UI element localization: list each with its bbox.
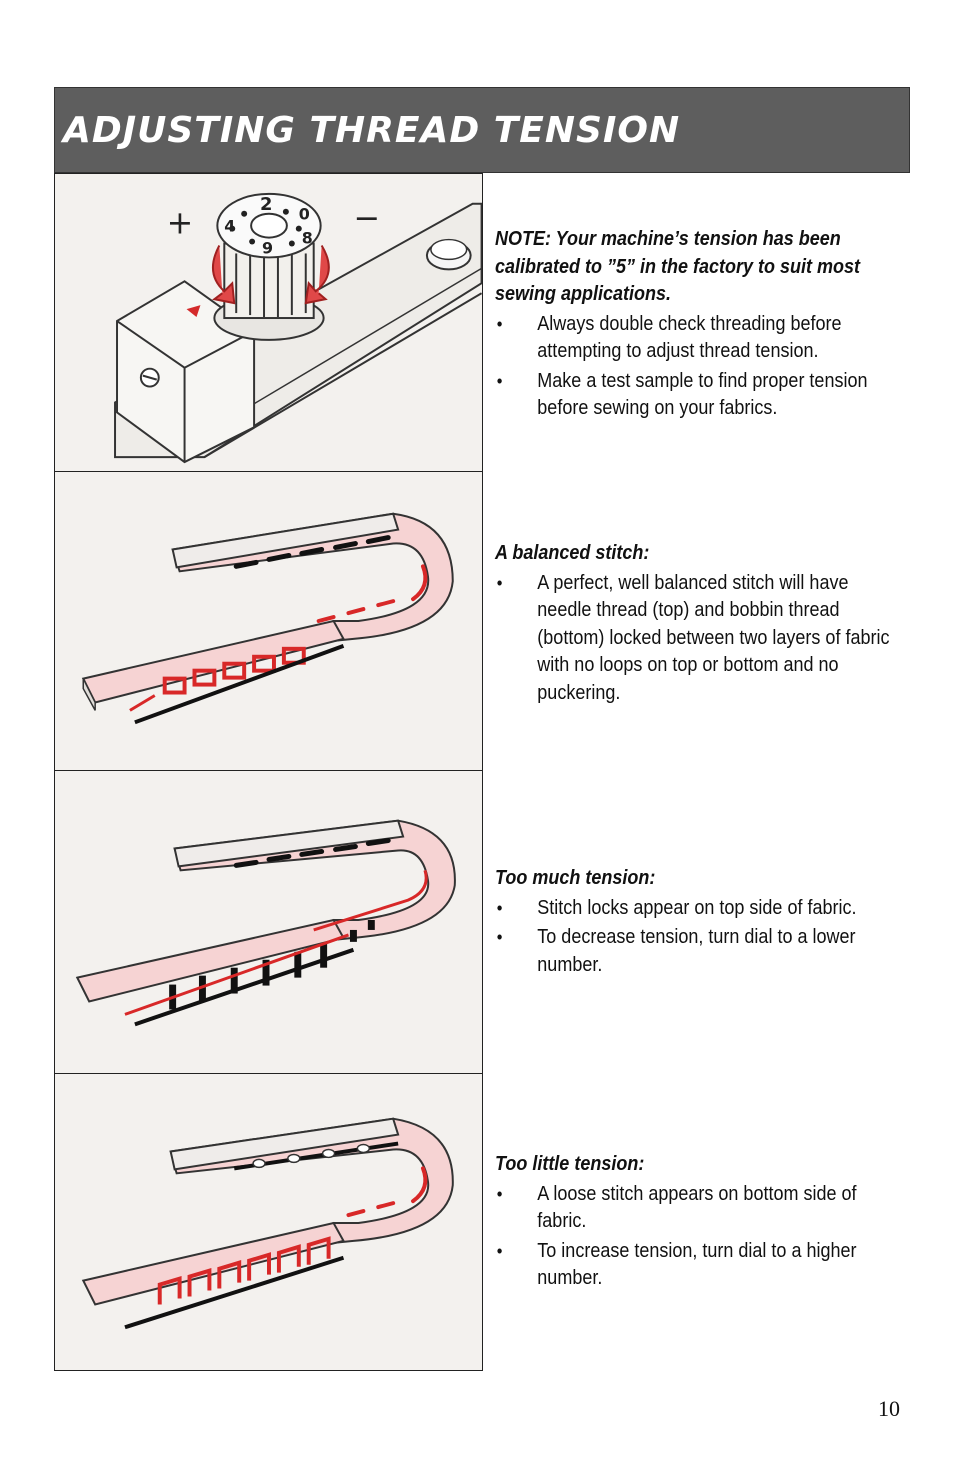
dial-number: 0 [299, 205, 310, 224]
too-little-tension-illustration [54, 1073, 483, 1371]
note-section: NOTE: Your machine’s tension has been ca… [495, 226, 907, 425]
too-much-tension-illustration [54, 770, 483, 1074]
dial-number: 9 [262, 238, 273, 257]
page-number: 10 [878, 1396, 900, 1421]
page-title: ADJUSTING THREAD TENSION [63, 110, 681, 151]
balanced-stitch-section: A balanced stitch: A perfect, well balan… [495, 540, 907, 709]
list-item: To decrease tension, turn dial to a lowe… [495, 924, 907, 979]
too-much-tension-bullet-list: Stitch locks appear on top side of fabri… [495, 895, 907, 980]
too-little-tension-drawing [81, 1117, 454, 1330]
dial-number: 2 [260, 194, 272, 215]
list-item: A loose stitch appears on bottom side of… [495, 1181, 907, 1236]
dial-number: 8 [302, 229, 313, 248]
list-item: Always double check threading before att… [495, 311, 907, 366]
too-much-tension-heading: Too much tension: [495, 867, 656, 889]
too-little-tension-section: Too little tension: A loose stitch appea… [495, 1151, 907, 1295]
minus-sign: − [353, 201, 380, 237]
balanced-stitch-heading: A balanced stitch: [495, 542, 650, 564]
list-item: Make a test sample to find proper tensio… [495, 368, 907, 423]
too-much-tension-section: Too much tension: Stitch locks appear on… [495, 865, 907, 981]
note-bullet-list: Always double check threading before att… [495, 311, 907, 423]
balanced-stitch-bullet-list: A perfect, well balanced stitch will hav… [495, 570, 907, 708]
too-little-tension-bullet-list: A loose stitch appears on bottom side of… [495, 1181, 907, 1293]
balanced-stitch-drawing [81, 512, 454, 725]
title-bar: ADJUSTING THREAD TENSION [54, 87, 910, 173]
too-much-tension-drawing [75, 819, 456, 1027]
tension-dial-drawing: 2 0 4 9 8 + − [114, 192, 482, 464]
plus-sign: + [167, 206, 194, 242]
dial-number: 4 [224, 217, 235, 236]
balanced-stitch-illustration [54, 471, 483, 771]
list-item: To increase tension, turn dial to a high… [495, 1238, 907, 1293]
too-little-tension-heading: Too little tension: [495, 1153, 645, 1175]
list-item: Stitch locks appear on top side of fabri… [495, 895, 907, 923]
tension-dial-illustration: 2 0 4 9 8 + − [54, 173, 483, 472]
list-item: A perfect, well balanced stitch will hav… [495, 570, 907, 708]
note-heading: NOTE: Your machine’s tension has been ca… [495, 228, 861, 305]
